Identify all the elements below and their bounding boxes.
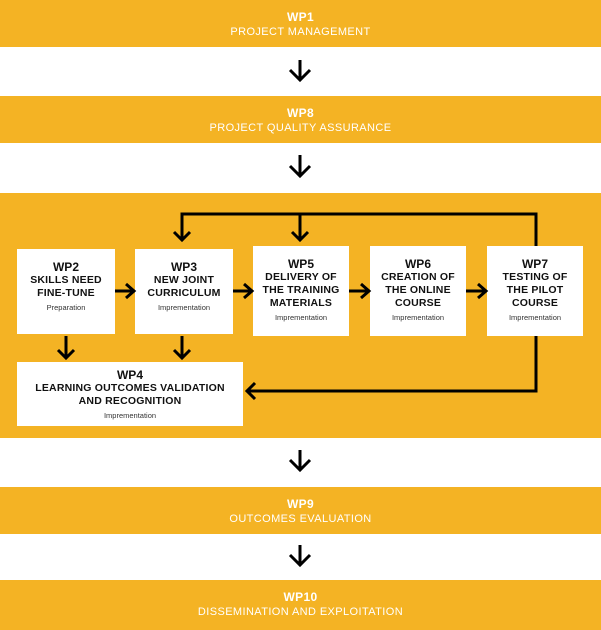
arrow-wp8-to-panel: [288, 155, 312, 179]
wp6-box: WP6 CREATION OF THE ONLINE COURSE Imprem…: [370, 246, 466, 336]
wp2-name-line2: FINE-TUNE: [37, 287, 95, 299]
wp1-band: WP1 PROJECT MANAGEMENT: [0, 0, 601, 47]
wp6-name-line1: CREATION OF: [381, 271, 455, 283]
wp6-stage: Imprementation: [391, 313, 445, 322]
wp3-name-line2: CURRICULUM: [147, 287, 221, 299]
wp6-name-line2: THE ONLINE: [385, 284, 451, 296]
wp9-title: OUTCOMES EVALUATION: [229, 513, 372, 525]
arrow-panel-to-wp9: [288, 450, 312, 473]
wp3-stage: Imprementation: [157, 303, 211, 312]
arrow-wp1-to-wp8: [288, 60, 312, 83]
wp2-stage: Preparation: [46, 303, 86, 312]
wp5-box: WP5 DELIVERY OF THE TRAINING MATERIALS I…: [253, 246, 349, 336]
wp3-box: WP3 NEW JOINT CURRICULUM Imprementation: [135, 249, 233, 334]
wp5-name-line2: THE TRAINING: [262, 284, 340, 296]
wp2-name-line1: SKILLS NEED: [30, 274, 102, 286]
wp3-code: WP3: [170, 260, 197, 274]
wp5-name-line1: DELIVERY OF: [265, 271, 337, 283]
wp4-stage: Imprementation: [103, 411, 157, 420]
wp10-title: DISSEMINATION AND EXPLOITATION: [197, 606, 404, 618]
wp1-code: WP1: [287, 10, 314, 24]
wp5-name-line3: MATERIALS: [269, 297, 333, 309]
wp8-title: PROJECT QUALITY ASSURANCE: [209, 122, 392, 134]
wp2-code: WP2: [52, 260, 79, 274]
wp7-box: WP7 TESTING OF THE PILOT COURSE Impremen…: [487, 246, 583, 336]
wp4-name-line1: LEARNING OUTCOMES VALIDATION: [35, 382, 225, 394]
wp1-title: PROJECT MANAGEMENT: [230, 26, 371, 38]
wp2-box: WP2 SKILLS NEED FINE-TUNE Preparation: [17, 249, 115, 334]
wp6-name-line3: COURSE: [394, 297, 442, 309]
wp4-box: WP4 LEARNING OUTCOMES VALIDATION AND REC…: [17, 362, 243, 426]
wp4-code: WP4: [116, 368, 143, 382]
wp4-name-line2: AND RECOGNITION: [78, 395, 182, 407]
wp7-stage: Imprementation: [508, 313, 562, 322]
wp6-code: WP6: [404, 257, 431, 271]
arrow-wp9-to-wp10: [288, 545, 312, 568]
wp10-code: WP10: [283, 590, 318, 604]
wp10-band: WP10 DISSEMINATION AND EXPLOITATION: [0, 580, 601, 630]
wp7-name-line3: COURSE: [511, 297, 559, 309]
wp7-code: WP7: [521, 257, 548, 271]
wp5-stage: Imprementation: [274, 313, 328, 322]
wp5-code: WP5: [287, 257, 314, 271]
wp7-name-line1: TESTING OF: [502, 271, 568, 283]
wp7-name-line2: THE PILOT: [506, 284, 564, 296]
wp9-code: WP9: [287, 497, 314, 511]
wp3-name-line1: NEW JOINT: [153, 274, 215, 286]
wp9-band: WP9 OUTCOMES EVALUATION: [0, 487, 601, 534]
wp8-code: WP8: [287, 106, 314, 120]
wp8-band: WP8 PROJECT QUALITY ASSURANCE: [0, 96, 601, 143]
